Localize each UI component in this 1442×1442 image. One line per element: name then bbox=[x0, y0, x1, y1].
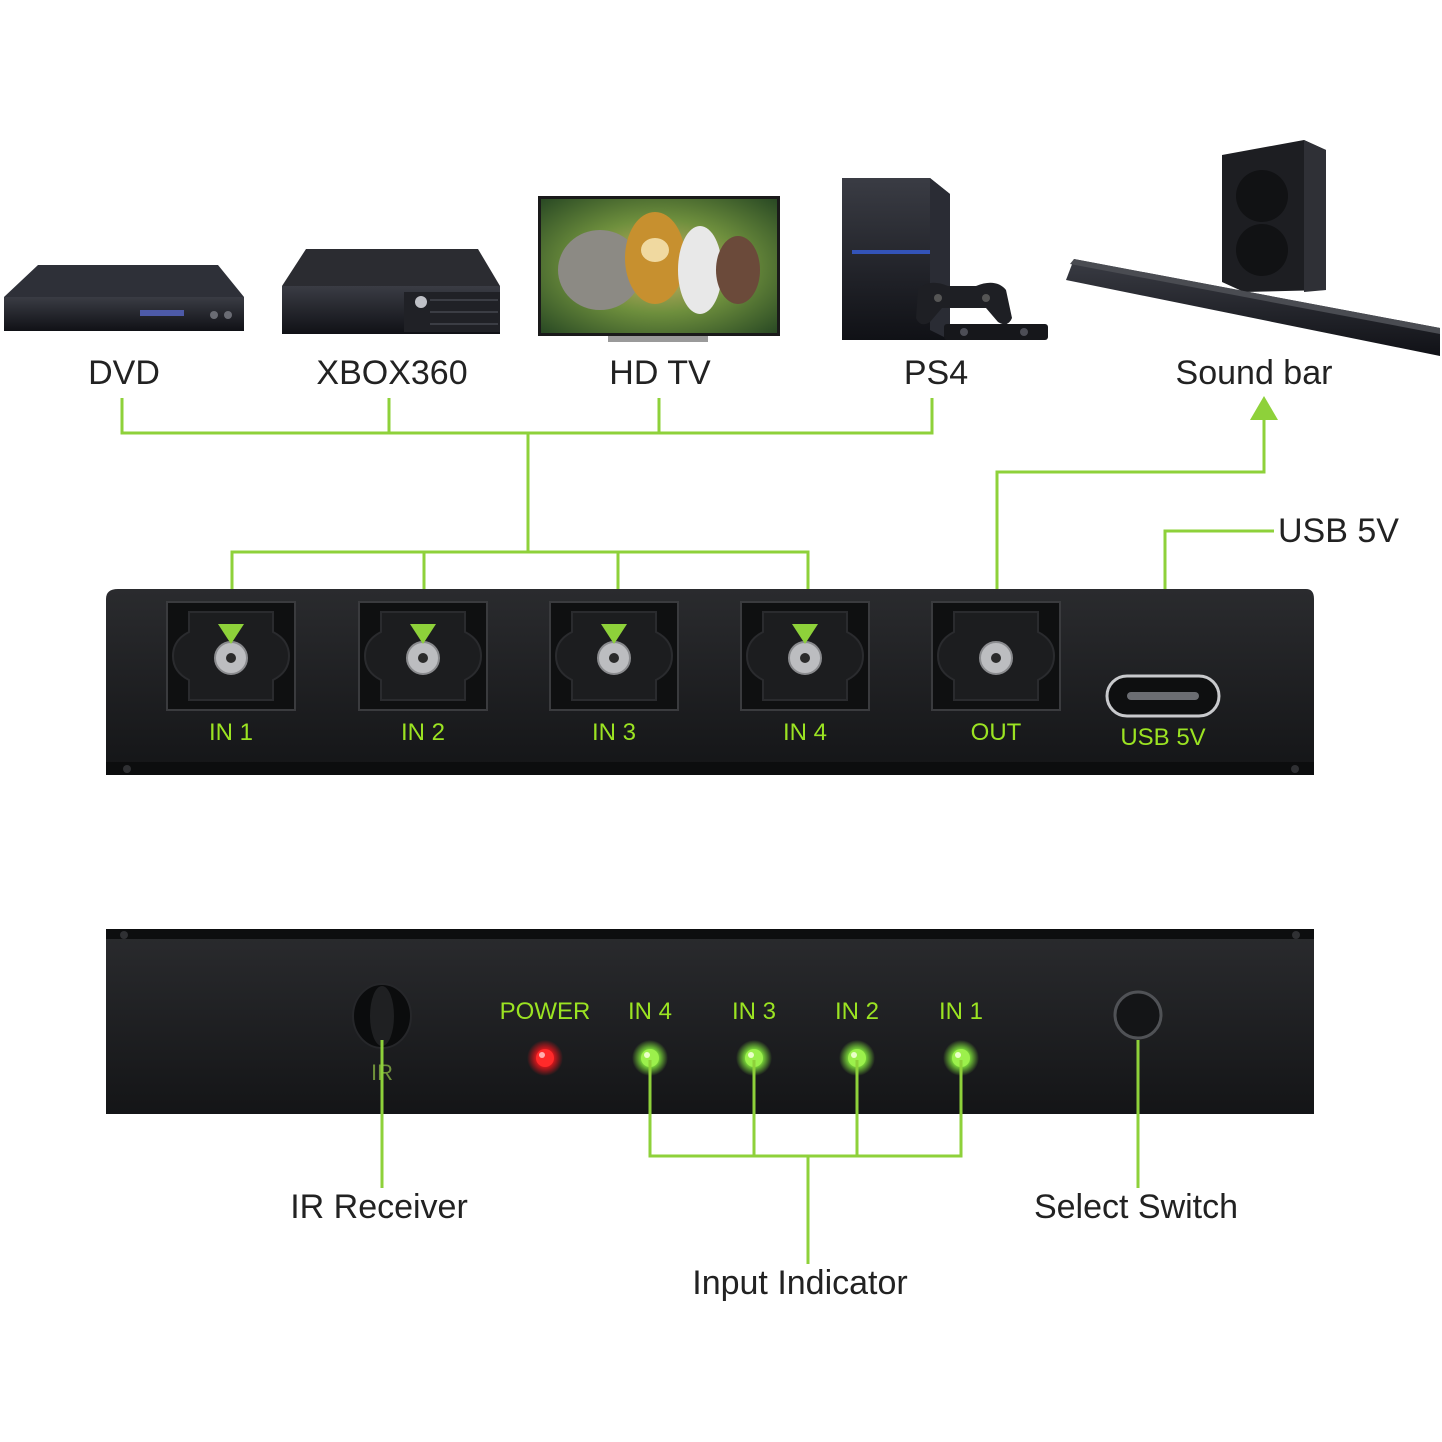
xbox360-label: XBOX360 bbox=[316, 354, 467, 392]
input-arrow-icon bbox=[601, 624, 627, 644]
optical-port-2[interactable] bbox=[358, 601, 488, 711]
optical-port-3[interactable] bbox=[549, 601, 679, 711]
usb-c-port[interactable] bbox=[1105, 674, 1221, 718]
indicator-label: IN 1 bbox=[939, 998, 983, 1025]
power-led bbox=[527, 1040, 563, 1076]
indicator-label: IN 3 bbox=[732, 998, 776, 1025]
input-indicator-callout: Input Indicator bbox=[692, 1264, 907, 1302]
soundbar-image bbox=[1066, 140, 1440, 356]
indicator-label: IN 4 bbox=[628, 998, 672, 1025]
select-switch-button[interactable] bbox=[1113, 990, 1163, 1040]
input-led bbox=[736, 1040, 772, 1076]
hd-tv-label: HD TV bbox=[609, 354, 711, 392]
ps4-label: PS4 bbox=[904, 354, 968, 392]
input-indicator-leds: IN 4 IN 3 IN 2 IN 1 bbox=[628, 998, 983, 1076]
xbox360-image bbox=[282, 249, 500, 334]
input-led bbox=[839, 1040, 875, 1076]
input-arrow-icon bbox=[410, 624, 436, 644]
usb-5v-callout: USB 5V bbox=[1278, 512, 1399, 550]
input-arrow-icon bbox=[218, 624, 244, 644]
output-connection-line bbox=[995, 396, 1278, 636]
optical-port-5[interactable] bbox=[931, 601, 1061, 711]
port-label: IN 1 bbox=[209, 719, 253, 746]
input-arrow-icon bbox=[792, 624, 818, 644]
port-label: IN 2 bbox=[401, 719, 445, 746]
indicator-label: IN 2 bbox=[835, 998, 879, 1025]
soundbar-label: Sound bar bbox=[1176, 354, 1333, 392]
port-label: OUT bbox=[971, 719, 1022, 746]
select-switch-callout: Select Switch bbox=[1034, 1188, 1238, 1226]
optical-port-1[interactable] bbox=[166, 601, 296, 711]
dvd-label: DVD bbox=[88, 354, 160, 392]
front-panel bbox=[106, 929, 1314, 1114]
ps4-image bbox=[842, 178, 1048, 340]
input-led bbox=[632, 1040, 668, 1076]
hd-tv-image bbox=[538, 196, 780, 342]
power-label: POWER bbox=[500, 998, 591, 1025]
optical-ports: IN 1 IN 2 IN 3 IN 4 OUT bbox=[166, 601, 1061, 746]
dvd-player-image bbox=[4, 265, 244, 331]
ir-receiver-callout: IR Receiver bbox=[290, 1188, 468, 1226]
bottom-callout-lines bbox=[380, 1040, 1140, 1264]
input-led bbox=[943, 1040, 979, 1076]
ir-window bbox=[352, 983, 412, 1049]
port-label: IN 4 bbox=[783, 719, 827, 746]
port-label: IN 3 bbox=[592, 719, 636, 746]
usb-5v-port-label: USB 5V bbox=[1120, 724, 1205, 751]
optical-port-4[interactable] bbox=[740, 601, 870, 711]
soundbar-arrow-icon bbox=[1250, 396, 1278, 420]
